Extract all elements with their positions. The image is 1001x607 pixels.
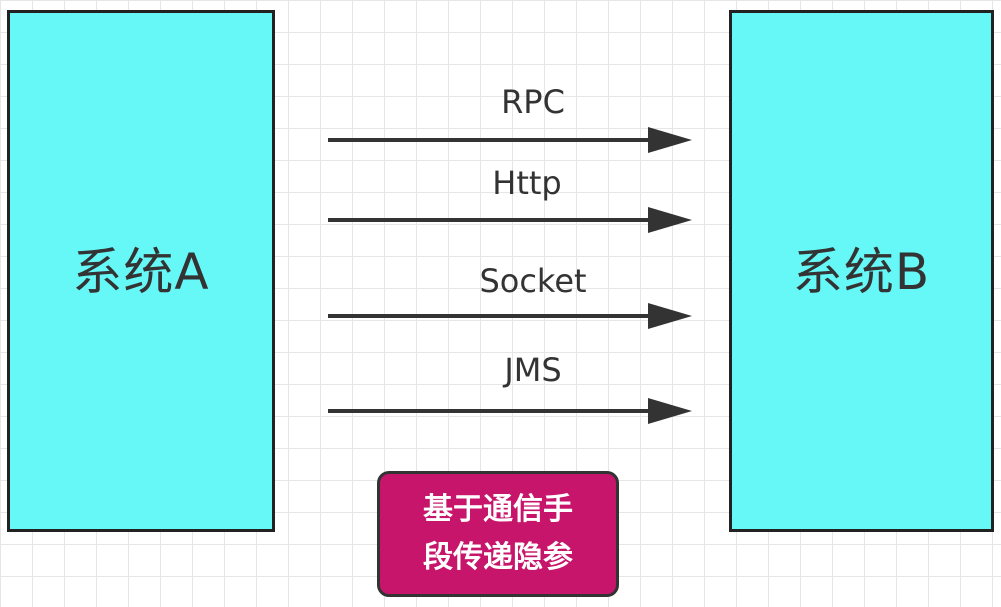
socket-arrow xyxy=(328,303,692,329)
rpc-label: RPC xyxy=(501,83,565,121)
system-a-label: 系统A xyxy=(72,243,210,301)
system-a-box: 系统A xyxy=(7,10,275,532)
http-label: Http xyxy=(492,164,562,202)
rpc-arrow xyxy=(328,127,692,153)
jms-arrow xyxy=(328,398,692,424)
system-b-box: 系统B xyxy=(729,10,994,532)
http-arrow xyxy=(328,207,692,233)
system-b-label: 系统B xyxy=(792,243,931,301)
socket-label: Socket xyxy=(479,262,587,300)
note-box: 基于通信手段传递隐参 xyxy=(377,471,619,597)
note-text: 基于通信手段传递隐参 xyxy=(423,492,573,575)
jms-label: JMS xyxy=(504,351,562,389)
